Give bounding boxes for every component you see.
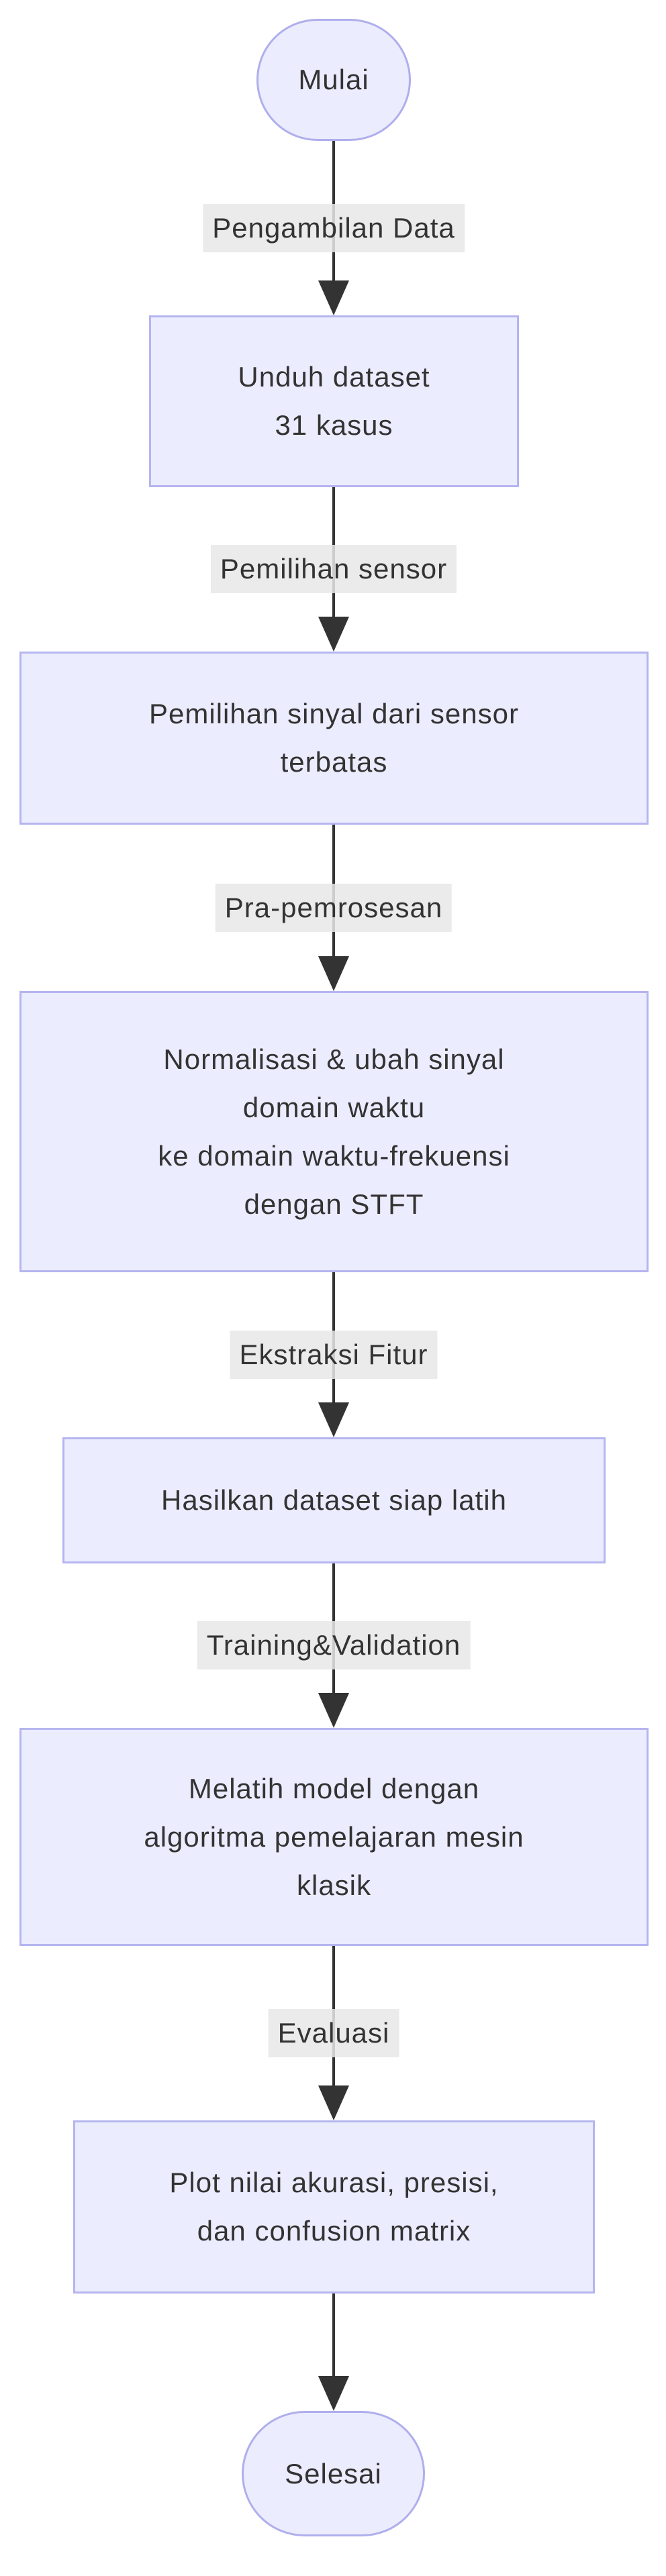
node-label-line: 31 kasus xyxy=(275,409,393,441)
edge-label-training-validation: Training&Validation xyxy=(197,1621,471,1669)
node-label-line: Plot nilai akurasi, presisi, xyxy=(169,2167,499,2198)
node-label-line: Normalisasi & ubah sinyal xyxy=(163,1043,505,1075)
arrowhead-icon xyxy=(318,1402,349,1437)
node-end-selesai: Selesai xyxy=(242,2411,425,2536)
edge-label-pemilihan-sensor: Pemilihan sensor xyxy=(210,545,457,593)
node-unduh-dataset: Unduh dataset 31 kasus xyxy=(149,315,519,487)
node-label-line: terbatas xyxy=(280,746,388,778)
arrowhead-icon xyxy=(318,2085,349,2120)
node-label: Mulai xyxy=(298,64,369,95)
arrowhead-icon xyxy=(318,1693,349,1728)
arrowhead-icon xyxy=(318,956,349,991)
node-start-mulai: Mulai xyxy=(256,19,411,141)
node-label-line: ke domain waktu-frekuensi xyxy=(158,1139,510,1172)
edge-label-evaluasi: Evaluasi xyxy=(268,2009,399,2057)
node-label-line: dengan STFT xyxy=(244,1188,424,1220)
node-label-line: Melatih model dengan xyxy=(188,1772,480,1804)
node-label-line: Pemilihan sinyal dari sensor xyxy=(149,698,519,729)
node-pemilihan-sinyal: Pemilihan sinyal dari sensor terbatas xyxy=(19,652,649,825)
node-label: Selesai xyxy=(285,2457,382,2489)
node-label-line: domain waktu xyxy=(242,1091,426,1123)
edge-line xyxy=(332,2294,335,2402)
node-hasilkan-dataset: Hasilkan dataset siap latih xyxy=(62,1437,606,1563)
node-normalisasi-stft: Normalisasi & ubah sinyal domain waktu k… xyxy=(19,991,649,1272)
arrowhead-icon xyxy=(318,617,349,652)
node-label-line: dan confusion matrix xyxy=(197,2215,471,2247)
node-label-line: Hasilkan dataset siap latih xyxy=(161,1484,507,1516)
edge-label-pra-pemrosesan: Pra-pemrosesan xyxy=(215,884,453,932)
edge-label-ekstraksi-fitur: Ekstraksi Fitur xyxy=(230,1331,438,1379)
node-plot-evaluasi: Plot nilai akurasi, presisi, dan confusi… xyxy=(73,2120,595,2294)
arrowhead-icon xyxy=(318,2376,349,2411)
node-label-line: Unduh dataset xyxy=(238,361,430,393)
arrowhead-icon xyxy=(318,280,349,315)
edge-plot-to-selesai xyxy=(318,2294,350,2411)
node-melatih-model: Melatih model dengan algoritma pemelajar… xyxy=(19,1728,649,1946)
edge-label-pengambilan-data: Pengambilan Data xyxy=(203,204,465,252)
node-label-line: klasik xyxy=(296,1869,372,1901)
node-label-line: algoritma pemelajaran mesin xyxy=(144,1820,524,1853)
